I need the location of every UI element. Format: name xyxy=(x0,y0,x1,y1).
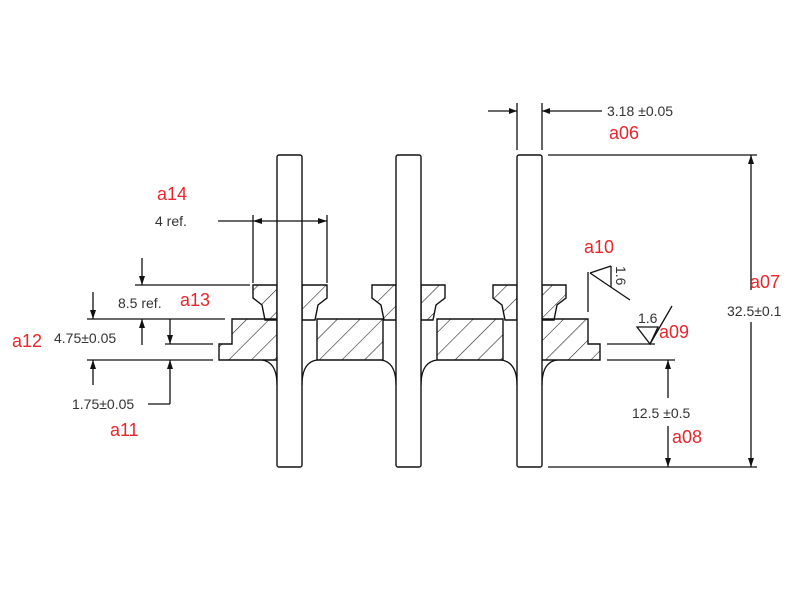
callout-label: a07 xyxy=(750,272,780,292)
dimension-text: 1.75±0.05 xyxy=(72,396,134,412)
surface-finish-a09: 1.6 a09 xyxy=(607,305,689,346)
body-mid-2 xyxy=(436,318,504,361)
collar xyxy=(301,284,328,321)
dimension-a06: 3.18 ±0.05 a06 xyxy=(488,103,673,150)
pins xyxy=(276,154,543,468)
pin-1 xyxy=(276,154,303,468)
dimension-text: 8.5 ref. xyxy=(118,295,162,311)
collar xyxy=(492,284,518,321)
callout-label: a14 xyxy=(157,184,187,204)
dimension-a08: 12.5 ±0.5 a08 xyxy=(607,359,702,467)
pin-2 xyxy=(395,154,422,468)
dimension-text: 1.6 xyxy=(613,266,629,286)
dimension-a12: 4.75±0.05 a12 xyxy=(12,292,225,361)
body-mid-1 xyxy=(316,318,384,361)
dimension-text: 4 ref. xyxy=(155,213,187,229)
callout-label: a10 xyxy=(584,237,614,257)
dimension-text: 32.5±0.1 xyxy=(727,303,782,319)
dimension-text: 4.75±0.05 xyxy=(54,330,116,346)
callout-label: a09 xyxy=(659,322,689,342)
dimension-a13: 4 ref. a14 xyxy=(155,184,328,283)
surface-finish-a10: 1.6 a10 xyxy=(584,237,631,312)
callout-label: a11 xyxy=(110,420,139,440)
collar xyxy=(252,284,278,321)
callout-label: a13 xyxy=(180,290,210,310)
dimension-text: 3.18 ±0.05 xyxy=(607,103,673,119)
pin-3 xyxy=(516,154,543,468)
body-right xyxy=(541,318,601,361)
dimension-a07: 32.5±0.1 a07 xyxy=(548,154,782,468)
callout-label: a08 xyxy=(672,427,702,447)
callout-label: a06 xyxy=(609,123,639,143)
body-left xyxy=(218,318,278,361)
dimension-a14: 8.5 ref. a13 xyxy=(118,258,250,311)
callout-label: a12 xyxy=(12,331,42,351)
housing-body xyxy=(218,318,601,361)
collar xyxy=(541,284,567,321)
dimension-text: 12.5 ±0.5 xyxy=(632,405,690,421)
dimension-a11: 1.75±0.05 a11 xyxy=(72,360,173,440)
collar xyxy=(420,284,446,321)
dimension-text: 1.6 xyxy=(638,310,658,326)
collar xyxy=(371,284,397,321)
